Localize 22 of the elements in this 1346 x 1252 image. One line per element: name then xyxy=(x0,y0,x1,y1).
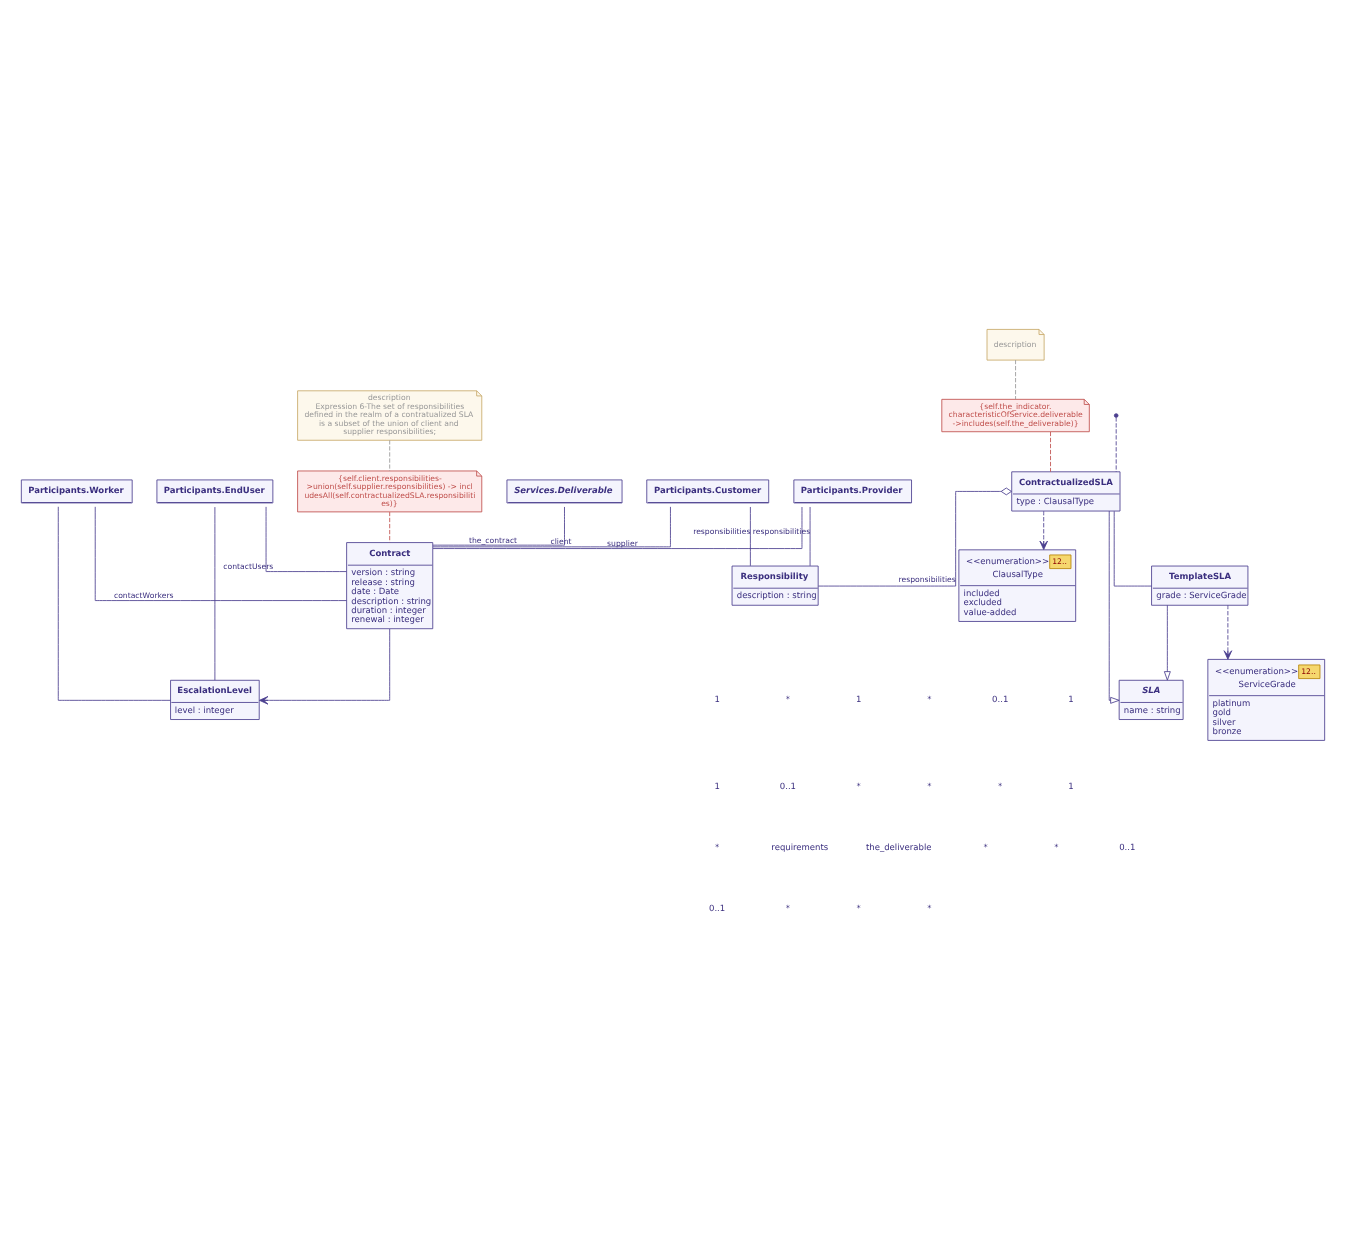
connector xyxy=(1015,358,1016,399)
connector xyxy=(432,505,671,547)
connector xyxy=(265,505,347,571)
connector xyxy=(214,505,216,680)
arrow xyxy=(1108,509,1120,703)
connector xyxy=(749,505,751,566)
arrow xyxy=(1039,509,1048,549)
arrow xyxy=(259,627,391,704)
arrow xyxy=(1163,603,1171,680)
node-circle xyxy=(1113,412,1119,417)
connector xyxy=(57,505,171,700)
connector xyxy=(1050,430,1051,472)
connector xyxy=(389,510,391,542)
arrow xyxy=(1223,603,1233,659)
connector xyxy=(1115,416,1117,472)
connector xyxy=(432,505,565,545)
connector xyxy=(94,505,347,600)
connector xyxy=(817,486,1012,586)
connector xyxy=(1113,509,1152,586)
connector xyxy=(809,505,811,566)
connector xyxy=(389,438,391,471)
connector xyxy=(432,505,803,548)
